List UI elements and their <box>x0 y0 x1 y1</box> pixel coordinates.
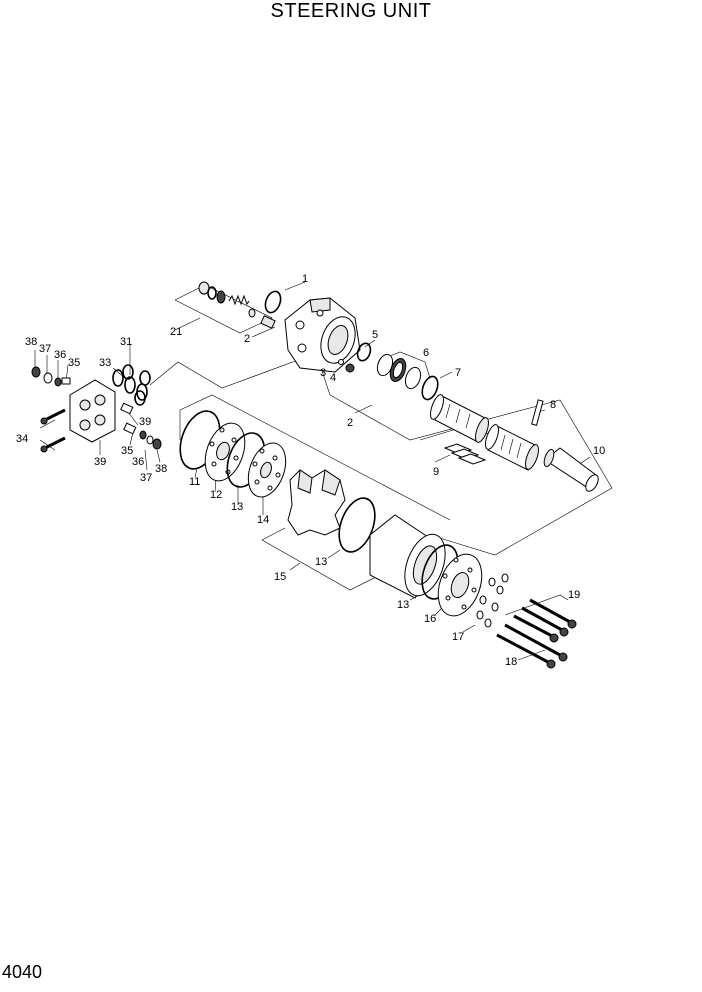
callout-14: 14 <box>257 514 269 526</box>
part-39-valve-housing <box>69 379 116 443</box>
callout-7: 7 <box>455 367 461 379</box>
callout-19: 19 <box>568 589 580 601</box>
callout-36b: 36 <box>132 456 144 468</box>
callout-6: 6 <box>423 347 429 359</box>
callout-13: 13 <box>231 501 243 513</box>
part-6-bearing-set <box>376 353 422 390</box>
callout-18: 18 <box>505 656 517 668</box>
part-2-spool-sleeve <box>430 394 489 443</box>
callout-9: 9 <box>433 466 439 478</box>
callout-13b: 13 <box>315 556 327 568</box>
part-14-plate <box>247 442 287 498</box>
page-number: 4040 <box>2 962 43 982</box>
callout-36: 36 <box>54 349 66 361</box>
callout-1: 1 <box>302 273 308 285</box>
part-18-bolts <box>496 623 568 669</box>
part-9-centering-springs <box>443 443 487 465</box>
callout-3: 3 <box>320 367 326 379</box>
part-10-cardan-shaft <box>543 447 599 492</box>
callout-21: 21 <box>170 326 182 338</box>
part-31-o-rings <box>122 364 151 406</box>
callout-37: 37 <box>39 343 51 355</box>
callout-8: 8 <box>550 399 556 411</box>
callout-2b: 2 <box>347 417 353 429</box>
callout-5: 5 <box>372 329 378 341</box>
part-12-distributor-plate <box>204 422 246 482</box>
part-21-relief-valve-parts <box>198 281 276 329</box>
callout-10: 10 <box>593 445 605 457</box>
callout-35b: 35 <box>121 445 133 457</box>
part-34-bolts <box>40 408 66 453</box>
callout-2: 2 <box>244 333 250 345</box>
callout-34: 34 <box>16 433 28 445</box>
page-title: STEERING UNIT <box>270 0 432 22</box>
callout-38b: 38 <box>155 463 167 475</box>
callout-39b: 39 <box>94 456 106 468</box>
part-4-threaded-plug <box>345 363 355 373</box>
part-5-o-ring <box>356 342 372 362</box>
part-1-o-ring <box>264 290 282 314</box>
callout-33: 33 <box>99 357 111 369</box>
callout-4: 4 <box>330 372 336 384</box>
callout-37b: 37 <box>140 472 152 484</box>
part-7-o-ring <box>421 375 439 401</box>
part-38-plug-top <box>31 366 71 387</box>
part-2-spool <box>485 424 539 471</box>
callout-31: 31 <box>120 336 132 348</box>
callout-35: 35 <box>68 357 80 369</box>
part-19-bolts <box>513 598 577 643</box>
callout-16: 16 <box>424 613 436 625</box>
callout-38: 38 <box>25 336 37 348</box>
part-17-washers <box>476 573 509 628</box>
part-13-o-ring-2 <box>338 497 376 553</box>
callout-13c: 13 <box>397 599 409 611</box>
part-8-cross-pin <box>531 399 544 426</box>
steering-unit-housing <box>284 297 361 373</box>
leader-lines <box>34 281 613 661</box>
callout-39: 39 <box>139 416 151 428</box>
part-3-ball <box>338 359 344 365</box>
callout-12: 12 <box>210 489 222 501</box>
callout-15: 15 <box>274 571 286 583</box>
part-35-check-valve <box>120 402 162 450</box>
callout-11: 11 <box>189 476 200 488</box>
part-15-gear-rotor <box>287 469 346 536</box>
part-16-end-cover <box>437 553 483 617</box>
callout-labels: 1 21 2 5 6 3 4 7 8 2 9 10 31 33 38 37 36… <box>16 273 605 668</box>
callout-17: 17 <box>452 631 464 643</box>
